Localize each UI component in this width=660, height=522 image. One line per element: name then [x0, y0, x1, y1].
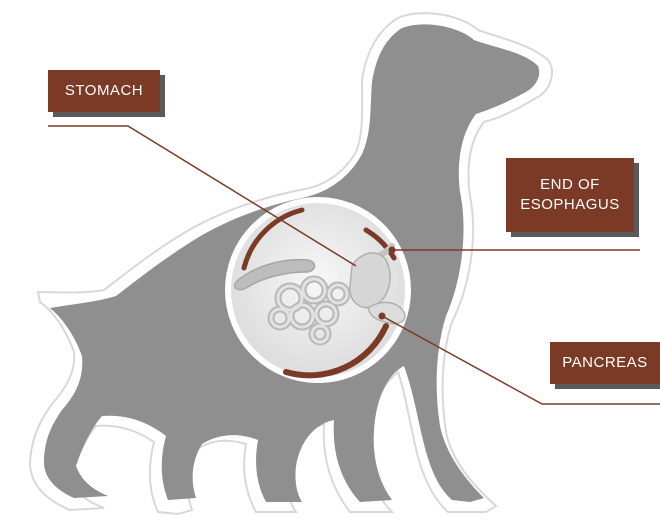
- end-of-esophagus-label-line1: END OF: [540, 175, 600, 195]
- end-of-esophagus-label-line2: ESOPHAGUS: [520, 195, 620, 215]
- end-of-esophagus-label: END OF ESOPHAGUS: [506, 158, 634, 232]
- pancreas-label: PANCREAS: [550, 342, 660, 384]
- pancreas-label-text: PANCREAS: [562, 353, 647, 373]
- esophagus-marker: [389, 247, 396, 254]
- stomach-label: STOMACH: [48, 70, 160, 112]
- pancreas-marker: [379, 313, 386, 320]
- digestive-organs-icon: [228, 200, 408, 380]
- stomach-label-text: STOMACH: [65, 81, 143, 101]
